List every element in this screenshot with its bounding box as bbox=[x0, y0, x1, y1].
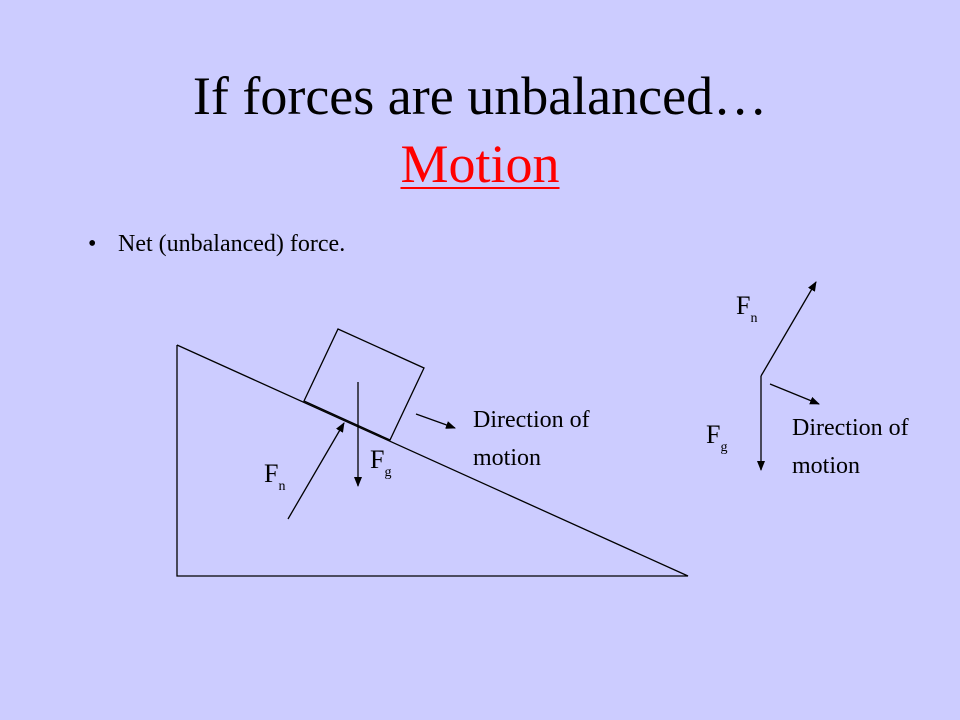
fbd-normal-force-arrow bbox=[760, 281, 817, 377]
fbd-direction-arrow bbox=[769, 383, 820, 405]
direction-label-line-1: Direction of bbox=[473, 407, 590, 433]
title-line-2: Motion bbox=[0, 130, 960, 198]
gravity-force-label: Fg bbox=[370, 445, 391, 480]
title-motion-link[interactable]: Motion bbox=[400, 134, 560, 194]
fbd-normal-force-label: Fn bbox=[736, 291, 757, 326]
direction-arrow bbox=[415, 413, 456, 429]
inclined-plane bbox=[176, 344, 689, 577]
free-body-diagram: Fn Fg Direction of motion bbox=[706, 281, 909, 479]
normal-force-arrow bbox=[287, 422, 345, 520]
bullet-item: • Net (unbalanced) force. bbox=[88, 228, 345, 260]
block-on-incline bbox=[303, 328, 425, 441]
direction-label-line-2: motion bbox=[473, 445, 541, 471]
bullet-text: Net (unbalanced) force. bbox=[118, 231, 346, 257]
fbd-gravity-force-label: Fg bbox=[706, 420, 727, 455]
bullet-marker: • bbox=[88, 231, 97, 257]
slide-title: If forces are unbalanced… Motion bbox=[0, 62, 960, 198]
normal-force-label: Fn bbox=[264, 459, 285, 494]
title-line-1: If forces are unbalanced… bbox=[192, 66, 768, 126]
incline-diagram: Fn Fg Direction of motion bbox=[176, 328, 689, 577]
fbd-direction-label-line-2: motion bbox=[792, 453, 860, 479]
fbd-direction-label-line-1: Direction of bbox=[792, 415, 909, 441]
